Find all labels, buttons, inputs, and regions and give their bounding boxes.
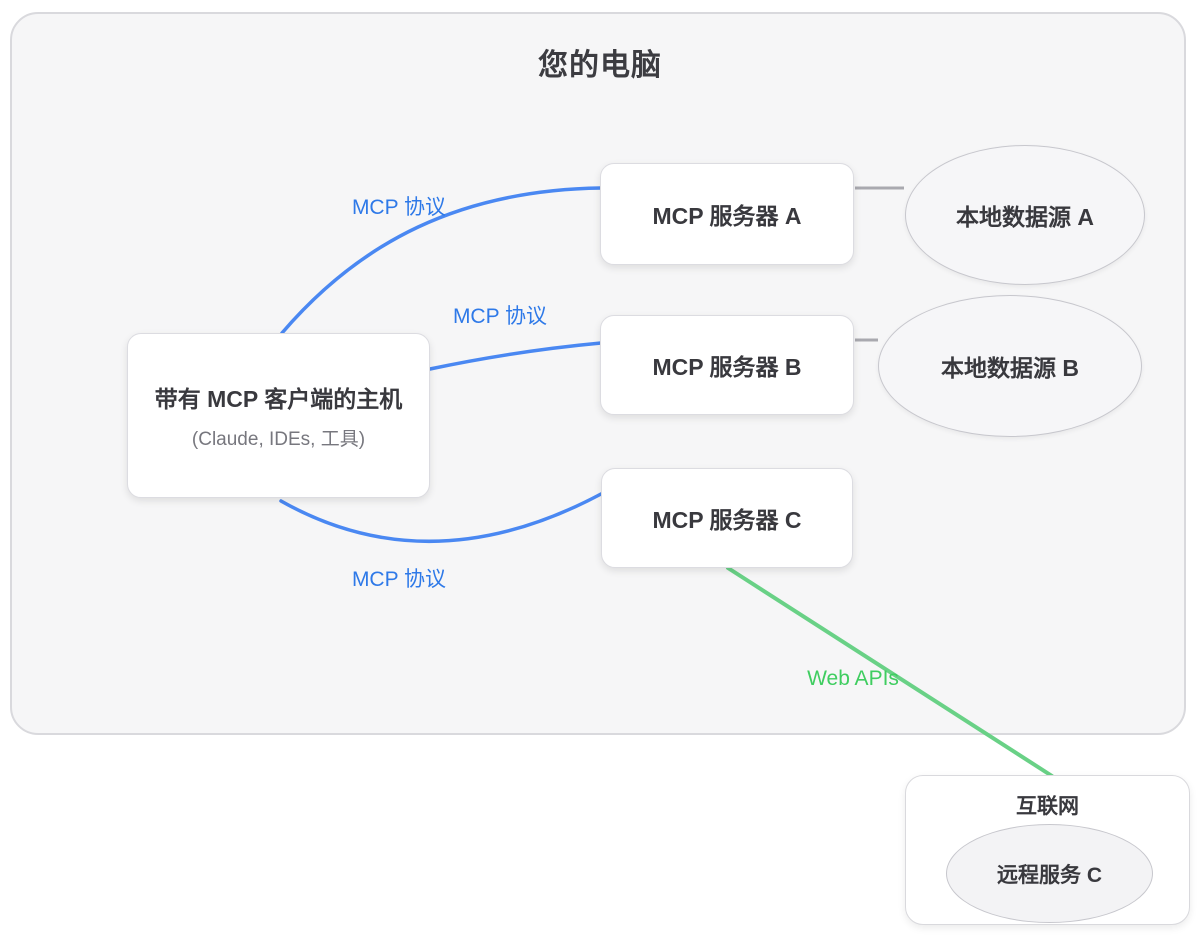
internet-title: 互联网 [1016, 795, 1079, 818]
local-data-source-b-node: 本地数据源 B [878, 295, 1142, 437]
remote-service-c-label: 远程服务 C [997, 863, 1102, 887]
edge-server-c-to-internet [726, 566, 1054, 778]
your-computer-title: 您的电脑 [538, 49, 662, 82]
mcp-server-a-node: MCP 服务器 A [600, 163, 854, 265]
edge-label-web-apis: Web APIs [807, 667, 899, 690]
edge-label-mcp-protocol-3: MCP 协议 [351, 568, 447, 591]
edge-label-mcp-protocol-1: MCP 协议 [351, 196, 447, 219]
mcp-server-a-label: MCP 服务器 A [652, 203, 802, 229]
host-subtitle: (Claude, IDEs, 工具) [191, 429, 366, 450]
mcp-server-c-node: MCP 服务器 C [601, 468, 853, 568]
local-data-source-b-label: 本地数据源 B [941, 355, 1079, 381]
edge-label-mcp-protocol-2: MCP 协议 [452, 305, 548, 328]
mcp-server-c-label: MCP 服务器 C [652, 507, 802, 533]
local-data-source-a-node: 本地数据源 A [905, 145, 1145, 285]
edge-host-to-server-a [280, 186, 603, 335]
remote-service-c-node: 远程服务 C [946, 824, 1153, 923]
edge-host-to-server-c [279, 492, 603, 544]
internet-container: 互联网 远程服务 C [905, 775, 1190, 925]
mcp-server-b-label: MCP 服务器 B [652, 354, 802, 380]
edge-host-to-server-b [428, 341, 603, 371]
host-node: 带有 MCP 客户端的主机 (Claude, IDEs, 工具) [127, 333, 430, 498]
host-title: 带有 MCP 客户端的主机 [154, 386, 403, 412]
local-data-source-a-label: 本地数据源 A [956, 204, 1094, 230]
mcp-server-b-node: MCP 服务器 B [600, 315, 854, 415]
